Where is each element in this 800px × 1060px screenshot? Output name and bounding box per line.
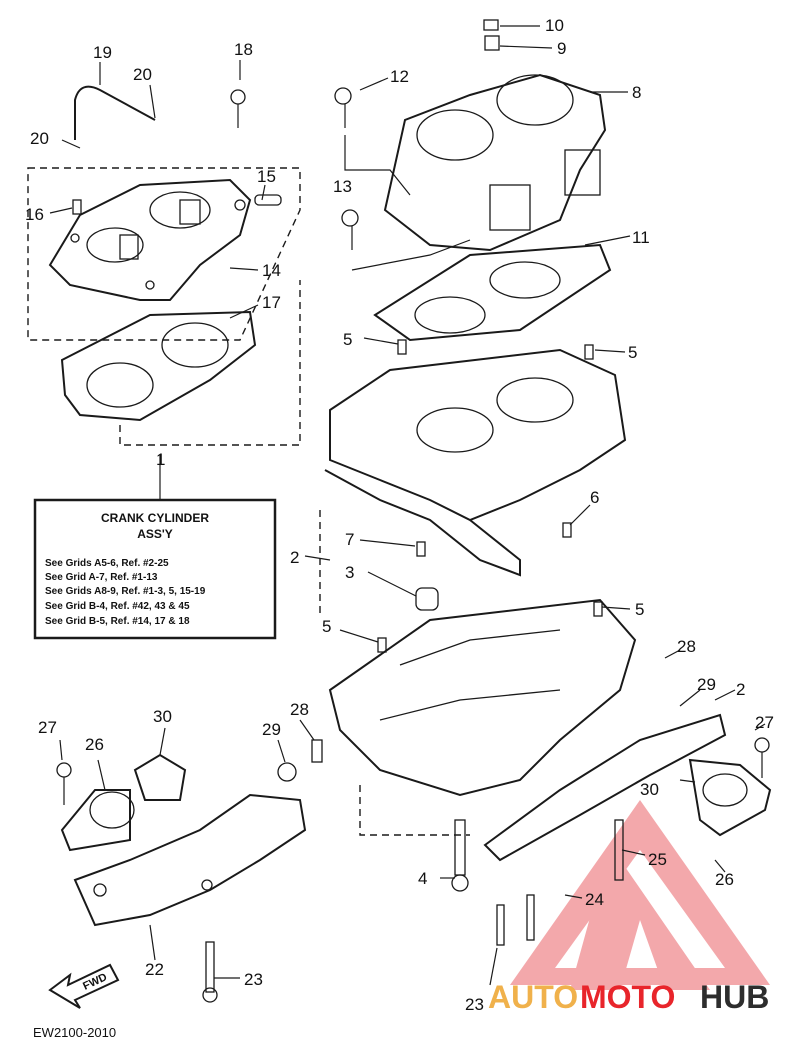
part-number: 30 bbox=[640, 780, 659, 799]
watermark-moto: MOTO bbox=[580, 979, 675, 1015]
part-number: 11 bbox=[632, 228, 650, 247]
part-number: 14 bbox=[262, 261, 281, 280]
callout-title-line1: CRANK CYLINDER bbox=[101, 511, 209, 525]
part-number: 15 bbox=[257, 167, 276, 186]
callout-line: See Grid B-4, Ref. #42, 43 & 45 bbox=[45, 601, 190, 612]
part-number: 4 bbox=[418, 869, 427, 888]
part-number: 5 bbox=[635, 600, 644, 619]
part-number: 8 bbox=[632, 83, 641, 102]
part-number: 12 bbox=[390, 67, 409, 86]
automotohub-wordmark: AUTO MOTO HUB bbox=[488, 979, 769, 1015]
part-number: 27 bbox=[755, 713, 774, 732]
crankcase-lower bbox=[319, 510, 637, 836]
part-number: 23 bbox=[465, 995, 484, 1014]
part-number: 1 bbox=[156, 450, 165, 469]
fwd-arrow-icon: FWD bbox=[48, 963, 120, 1009]
part-number: 2 bbox=[736, 680, 745, 699]
callout-line: See Grids A8-9, Ref. #1-3, 5, 15-19 bbox=[45, 586, 206, 597]
watermark-hub: HUB bbox=[700, 979, 769, 1015]
part-number: 24 bbox=[585, 890, 604, 909]
part-number: 9 bbox=[557, 39, 566, 58]
part-number: 30 bbox=[153, 707, 172, 726]
callout-line: See Grid B-5, Ref. #14, 17 & 18 bbox=[45, 616, 190, 627]
fwd-label: FWD bbox=[81, 971, 109, 992]
part-number: 26 bbox=[85, 735, 104, 754]
part-number: 22 bbox=[145, 960, 164, 979]
part-number: 20 bbox=[30, 129, 49, 148]
part-number-labels: 10 9 8 12 11 13 18 19 20 20 16 15 14 17 … bbox=[25, 16, 774, 1014]
head-cover-group bbox=[27, 85, 301, 446]
part-number: 5 bbox=[343, 330, 352, 349]
part-number: 13 bbox=[333, 177, 352, 196]
part-number: 27 bbox=[38, 718, 57, 737]
part-number: 5 bbox=[628, 343, 637, 362]
watermark-auto: AUTO bbox=[488, 979, 578, 1015]
part-number: 18 bbox=[234, 40, 253, 59]
part-number: 20 bbox=[133, 65, 152, 84]
cylinder-block bbox=[334, 19, 612, 342]
callout-line: See Grids A5-6, Ref. #2-25 bbox=[45, 558, 169, 569]
part-number: 29 bbox=[697, 675, 716, 694]
part-number: 17 bbox=[262, 293, 281, 312]
part-number: 10 bbox=[545, 16, 564, 35]
callout-line: See Grid A-7, Ref. #1-13 bbox=[45, 572, 158, 583]
right-mount-rail bbox=[451, 713, 772, 946]
diagram-code: EW2100-2010 bbox=[33, 1025, 116, 1040]
part-number: 29 bbox=[262, 720, 281, 739]
automotohub-logo bbox=[510, 800, 770, 990]
crankcase-upper bbox=[324, 339, 627, 611]
part-number: 5 bbox=[322, 617, 331, 636]
part-number: 3 bbox=[345, 563, 354, 582]
callout-title-line2: ASS'Y bbox=[137, 527, 173, 541]
part-number: 2 bbox=[290, 548, 299, 567]
part-number: 28 bbox=[290, 700, 309, 719]
callout-box: CRANK CYLINDER ASS'Y See Grids A5-6, Ref… bbox=[33, 455, 277, 640]
leader-lines bbox=[49, 25, 766, 986]
part-number: 7 bbox=[345, 530, 354, 549]
part-number: 16 bbox=[25, 205, 44, 224]
part-number: 26 bbox=[715, 870, 734, 889]
part-number: 25 bbox=[648, 850, 667, 869]
part-number: 23 bbox=[244, 970, 263, 989]
part-number: 28 bbox=[677, 637, 696, 656]
part-number: 6 bbox=[590, 488, 599, 507]
part-number: 19 bbox=[93, 43, 112, 62]
left-mount-rail bbox=[56, 739, 323, 1003]
